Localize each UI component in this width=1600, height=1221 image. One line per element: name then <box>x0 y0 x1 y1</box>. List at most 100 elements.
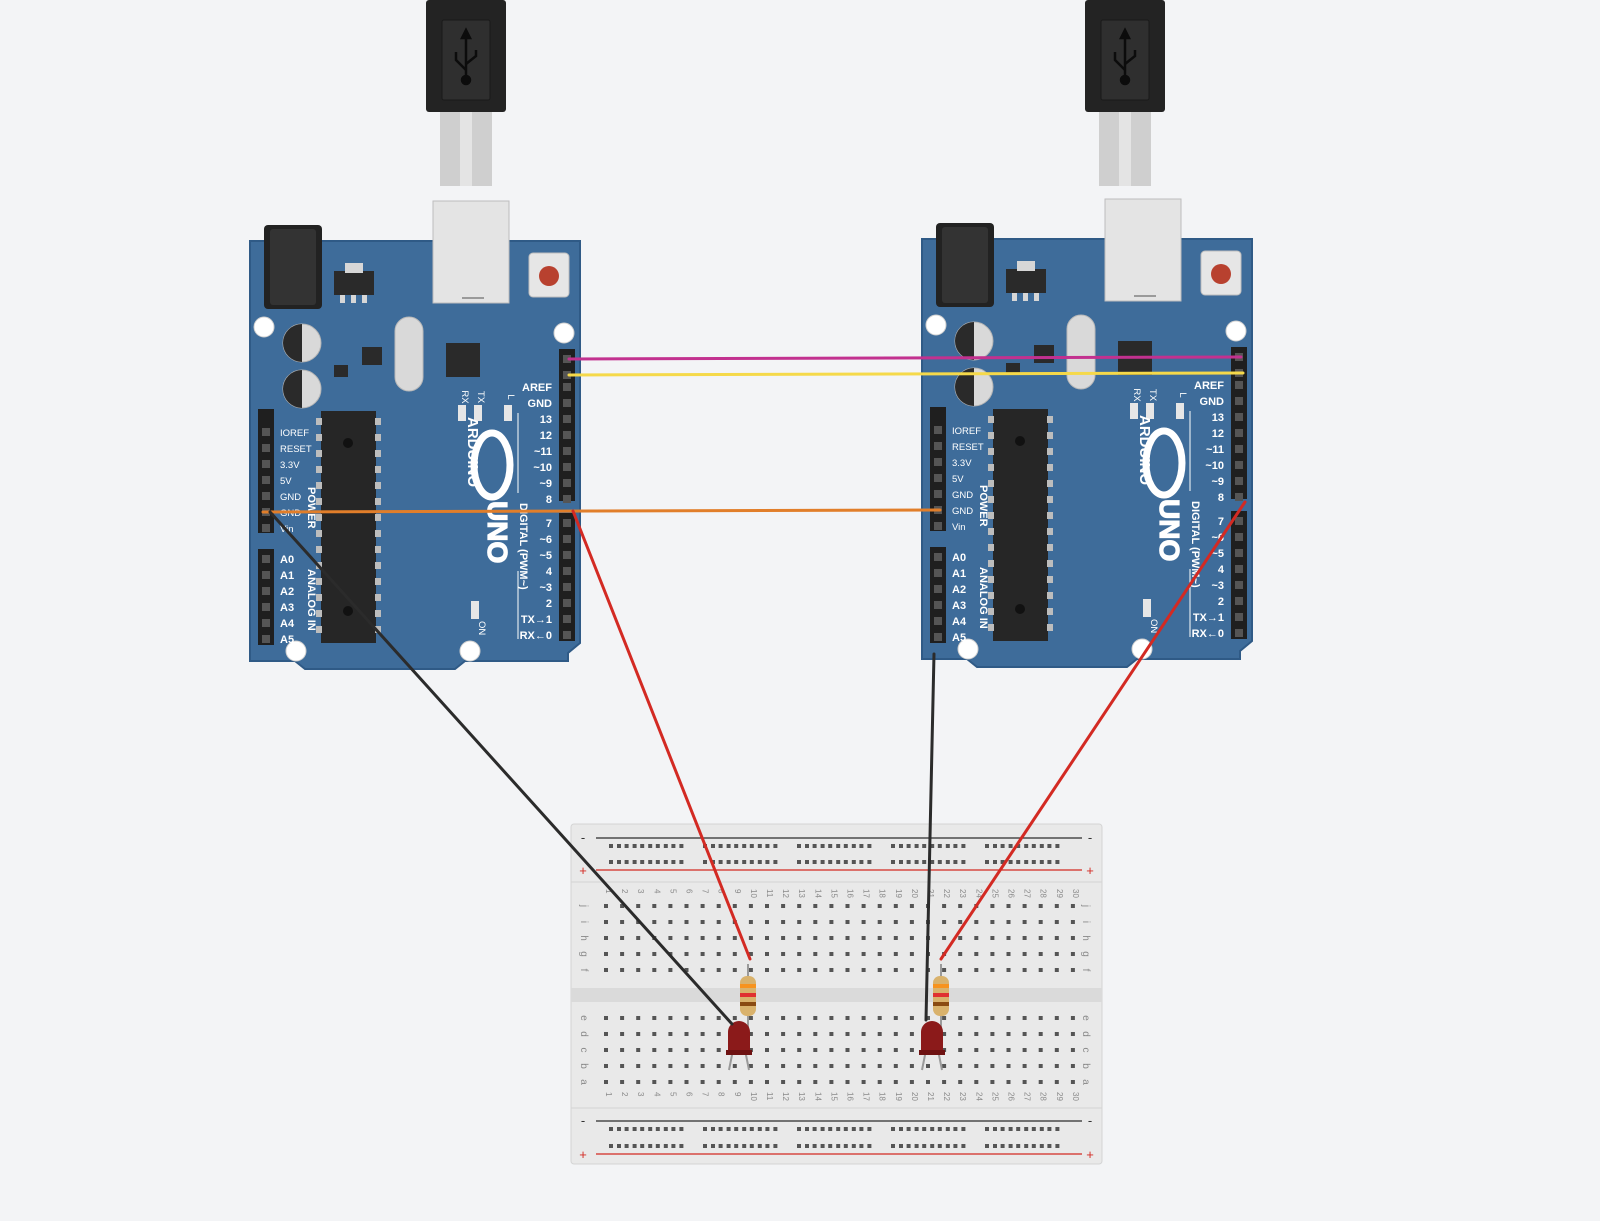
breadboard-hole <box>1054 1080 1059 1084</box>
digital-pin-label: 2 <box>546 598 552 610</box>
led[interactable] <box>726 1021 752 1071</box>
breadboard-hole <box>942 1016 947 1020</box>
resistor[interactable] <box>933 964 949 1028</box>
header-pin <box>262 635 270 643</box>
header-pin <box>934 601 942 609</box>
column-number: 25 <box>990 889 999 898</box>
breadboard-hole <box>716 1064 721 1068</box>
rail-hole <box>985 1127 989 1131</box>
breadboard-hole <box>652 952 657 956</box>
rail-hole <box>922 1127 927 1131</box>
breadboard-hole <box>781 952 786 956</box>
rail-hole <box>906 1144 911 1148</box>
wire-red-left[interactable] <box>571 509 752 961</box>
breadboard-hole <box>684 968 689 972</box>
header-pin <box>934 474 942 482</box>
breadboard-hole <box>845 1048 850 1052</box>
wire-magenta[interactable] <box>567 355 1243 361</box>
breadboard-hole <box>845 1064 850 1068</box>
breadboard-hole <box>958 936 963 940</box>
rail-hole <box>1016 844 1021 848</box>
breadboard-hole <box>765 936 769 940</box>
breadboard-hole <box>716 1048 721 1052</box>
power-led <box>1143 599 1151 617</box>
wire-yellow[interactable] <box>567 371 1245 377</box>
wire-black-right[interactable] <box>924 652 936 1022</box>
rail-hole <box>891 1127 895 1131</box>
row-letter: a <box>1080 1079 1091 1085</box>
digital-pin-label: TX→1 <box>521 614 552 626</box>
header-pin <box>262 460 270 468</box>
breadboard[interactable]: -+-+-+-+11223344556677889910101111121213… <box>570 823 1103 1165</box>
breadboard-hole <box>765 1016 769 1020</box>
column-number: 5 <box>668 889 677 894</box>
analog-pin-label: A3 <box>280 602 294 614</box>
rail-hole <box>624 860 629 864</box>
led[interactable] <box>919 1021 945 1071</box>
breadboard-hole <box>893 1032 898 1036</box>
breadboard-hole <box>716 1080 721 1084</box>
row-letter: c <box>1080 1048 1091 1053</box>
power-pin-label: GND <box>952 506 973 517</box>
column-number: 29 <box>1055 1092 1064 1101</box>
voltage-regulator <box>334 271 374 295</box>
breadboard-hole <box>990 920 995 924</box>
atmega-chip <box>321 411 376 643</box>
usb-cables-layer <box>426 0 1165 186</box>
led-body <box>921 1021 943 1054</box>
rail-hole <box>891 860 895 864</box>
rail-hole <box>797 860 801 864</box>
breadboard-hole <box>797 952 802 956</box>
breadboard-hole <box>845 1032 850 1036</box>
breadboard-hole <box>748 920 753 924</box>
breadboard-hole <box>1054 1016 1059 1020</box>
breadboard-hole <box>893 920 898 924</box>
rail-hole <box>734 844 739 848</box>
rail-hole <box>891 1144 895 1148</box>
column-number: 27 <box>1023 1092 1032 1101</box>
header-pin <box>262 476 270 484</box>
breadboard-hole <box>716 920 721 924</box>
wire-red-right[interactable] <box>939 500 1247 961</box>
wire-orange[interactable] <box>261 508 942 514</box>
breadboard-hole <box>1070 920 1075 924</box>
header-pin <box>262 571 270 579</box>
breadboard-hole <box>668 1032 673 1036</box>
breadboard-hole <box>893 1048 898 1052</box>
digital-pin-label: ~3 <box>1211 580 1224 592</box>
breadboard-hole <box>620 1080 625 1084</box>
column-number: 6 <box>685 889 694 894</box>
status-led <box>504 405 512 421</box>
breadboard-hole <box>604 952 608 956</box>
breadboard-hole <box>700 1016 705 1020</box>
resistor-band <box>933 1002 949 1006</box>
rail-hole <box>734 860 739 864</box>
header-pin <box>1235 597 1243 605</box>
column-number: 24 <box>974 1092 983 1101</box>
breadboard-hole <box>861 936 866 940</box>
breadboard-hole <box>684 1080 689 1084</box>
column-number: 29 <box>1055 889 1064 898</box>
breadboard-hole <box>861 952 866 956</box>
usb-cable-left[interactable] <box>426 0 506 186</box>
breadboard-hole <box>1070 1080 1075 1084</box>
header-pin <box>262 619 270 627</box>
breadboard-hole <box>1022 920 1027 924</box>
breadboard-hole <box>604 1064 608 1068</box>
column-number: 4 <box>652 889 661 894</box>
column-number: 3 <box>636 889 645 894</box>
breadboard-hole <box>877 1016 882 1020</box>
breadboard-hole <box>652 904 657 908</box>
breadboard-hole <box>1054 920 1059 924</box>
digital-pin-label: ~9 <box>539 478 552 490</box>
digital-pin-label: AREF <box>522 382 552 394</box>
wire-black-left[interactable] <box>268 510 734 1026</box>
status-led <box>458 405 466 421</box>
usb-cable-right[interactable] <box>1085 0 1165 186</box>
rail-hole <box>703 1127 707 1131</box>
resistor[interactable] <box>740 964 756 1028</box>
rail-minus-sign: - <box>581 1113 585 1128</box>
